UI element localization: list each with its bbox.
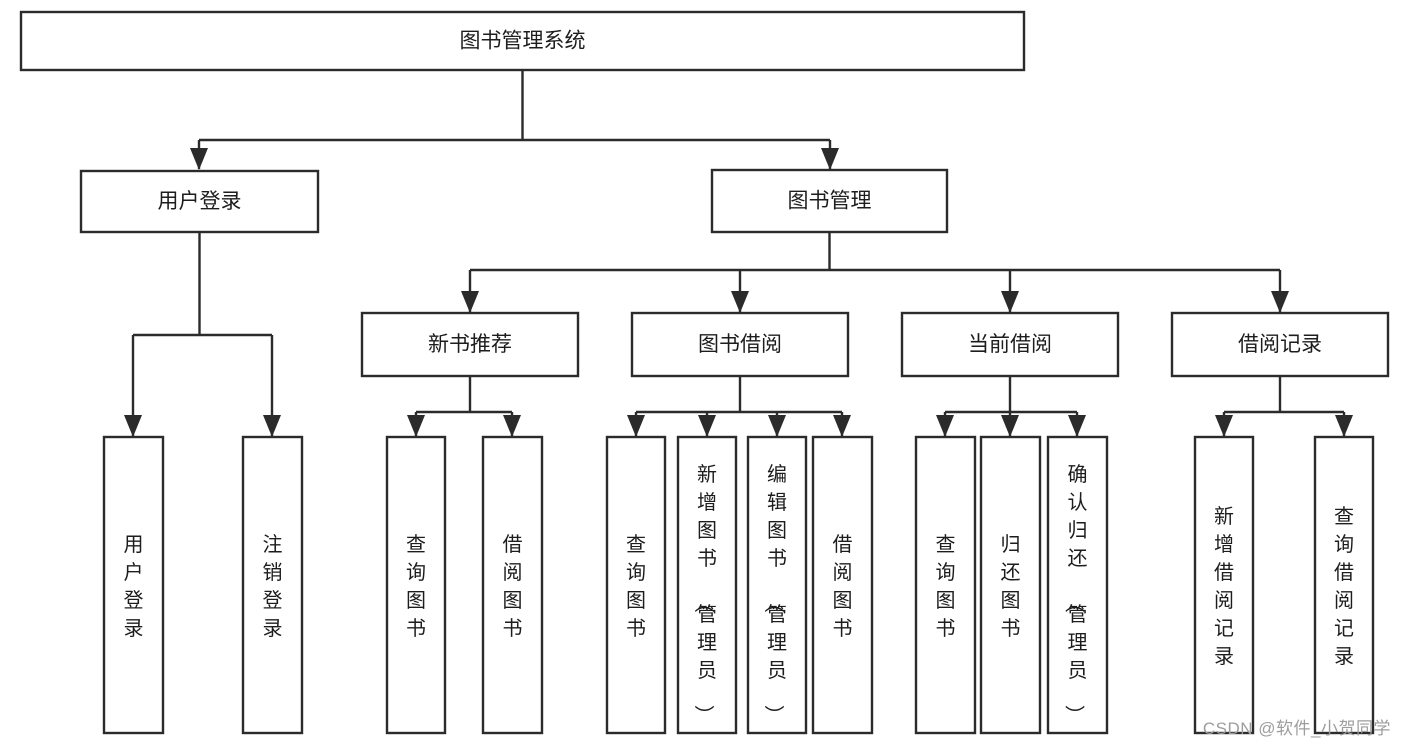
node-box[interactable]	[79, 169, 320, 234]
connector-group-book-management	[461, 232, 1289, 313]
node-label: 查询图书	[406, 533, 426, 640]
node-label: 查询图书	[936, 533, 956, 640]
node-leaf-user-login[interactable]: 用户登录	[102, 435, 165, 735]
node-label: 图书借阅	[698, 333, 782, 356]
node-user-login[interactable]: 用户登录	[79, 169, 320, 234]
arrow-head	[263, 415, 281, 437]
node-leaf-return-book[interactable]: 归还图书	[979, 435, 1042, 735]
arrow-head	[407, 415, 425, 437]
arrow-head	[190, 148, 208, 170]
node-label: 注销登录	[263, 533, 283, 640]
node-box[interactable]	[746, 435, 808, 735]
node-label: 借阅图书	[503, 533, 523, 640]
node-leaf-query-book-current[interactable]: 查询图书	[914, 435, 977, 735]
arrow-head	[124, 415, 142, 437]
node-label: 当前借阅	[968, 333, 1052, 356]
connector-group-borrow-record	[1215, 376, 1353, 437]
arrow-head	[821, 148, 839, 170]
node-label: 确认归还（管理员）	[1063, 463, 1088, 725]
node-current-borrow[interactable]: 当前借阅	[900, 311, 1120, 378]
arrow-head	[461, 291, 479, 313]
arrow-head	[936, 415, 954, 437]
node-book-management[interactable]: 图书管理	[710, 168, 949, 234]
arrow-head	[1271, 291, 1289, 313]
node-label: 图书管理系统	[460, 30, 586, 53]
node-leaf-edit-book-admin[interactable]: 编辑图书（管理员）	[746, 435, 808, 735]
node-label: 新增借阅记录	[1214, 505, 1234, 668]
node-leaf-borrow-book[interactable]: 借阅图书	[811, 435, 874, 735]
node-label: 用户登录	[158, 190, 242, 213]
node-box[interactable]	[676, 435, 738, 735]
node-label: 新书推荐	[428, 333, 512, 356]
node-leaf-add-book-admin[interactable]: 新增图书（管理员）	[676, 435, 738, 735]
node-label: 编辑图书（管理员）	[762, 463, 787, 725]
node-label: 借阅图书	[833, 533, 853, 640]
node-box[interactable]	[385, 435, 447, 735]
node-label: 归还图书	[1001, 533, 1021, 640]
connector-group-current-borrow	[936, 376, 1086, 437]
node-label: 用户登录	[124, 534, 144, 640]
node-leaf-query-book-rec[interactable]: 查询图书	[385, 435, 447, 735]
node-box[interactable]	[979, 435, 1042, 735]
node-leaf-query-book-borrow[interactable]: 查询图书	[605, 435, 667, 735]
connector-group-new-book-recommend	[407, 376, 521, 437]
arrow-head	[503, 415, 521, 437]
node-leaf-borrow-book-rec[interactable]: 借阅图书	[481, 435, 544, 735]
node-box[interactable]	[1313, 435, 1375, 735]
node-label: 图书管理	[788, 190, 872, 213]
arrow-head	[698, 415, 716, 437]
node-box[interactable]	[1170, 311, 1390, 378]
arrow-head	[627, 415, 645, 437]
node-box[interactable]	[710, 168, 949, 234]
connector-group-book-borrow	[627, 376, 851, 437]
node-box[interactable]	[102, 435, 165, 735]
node-box[interactable]	[900, 311, 1120, 378]
arrow-head	[1068, 415, 1086, 437]
node-box[interactable]	[360, 311, 580, 378]
node-box[interactable]	[241, 435, 304, 735]
arrow-head	[1215, 415, 1233, 437]
node-box[interactable]	[19, 10, 1026, 72]
arrow-head	[1001, 415, 1019, 437]
node-root[interactable]: 图书管理系统	[19, 10, 1026, 72]
connector-group-user-login	[124, 232, 281, 437]
node-label: 查询借阅记录	[1334, 505, 1354, 668]
node-leaf-query-borrow-record[interactable]: 查询借阅记录	[1313, 435, 1375, 735]
node-leaf-logout[interactable]: 注销登录	[241, 435, 304, 735]
node-layer: 图书管理系统用户登录图书管理新书推荐图书借阅当前借阅借阅记录用户登录注销登录查询…	[19, 10, 1390, 735]
node-borrow-record[interactable]: 借阅记录	[1170, 311, 1390, 378]
arrow-head	[768, 415, 786, 437]
node-box[interactable]	[630, 311, 850, 378]
node-leaf-add-borrow-record[interactable]: 新增借阅记录	[1193, 435, 1255, 735]
node-book-borrow[interactable]: 图书借阅	[630, 311, 850, 378]
node-label: 借阅记录	[1238, 333, 1322, 356]
node-box[interactable]	[914, 435, 977, 735]
node-box[interactable]	[1046, 435, 1109, 735]
node-box[interactable]	[1193, 435, 1255, 735]
arrow-head	[1335, 415, 1353, 437]
node-box[interactable]	[481, 435, 544, 735]
node-box[interactable]	[605, 435, 667, 735]
node-new-book-recommend[interactable]: 新书推荐	[360, 311, 580, 378]
arrow-head	[833, 415, 851, 437]
arrow-head	[731, 291, 749, 313]
node-box[interactable]	[811, 435, 874, 735]
node-leaf-confirm-return-admin[interactable]: 确认归还（管理员）	[1046, 435, 1109, 735]
connector-group-root	[190, 70, 839, 170]
connector-layer	[124, 70, 1353, 437]
node-label: 新增图书（管理员）	[692, 463, 717, 725]
arrow-head	[1001, 291, 1019, 313]
node-label: 查询图书	[626, 533, 646, 640]
